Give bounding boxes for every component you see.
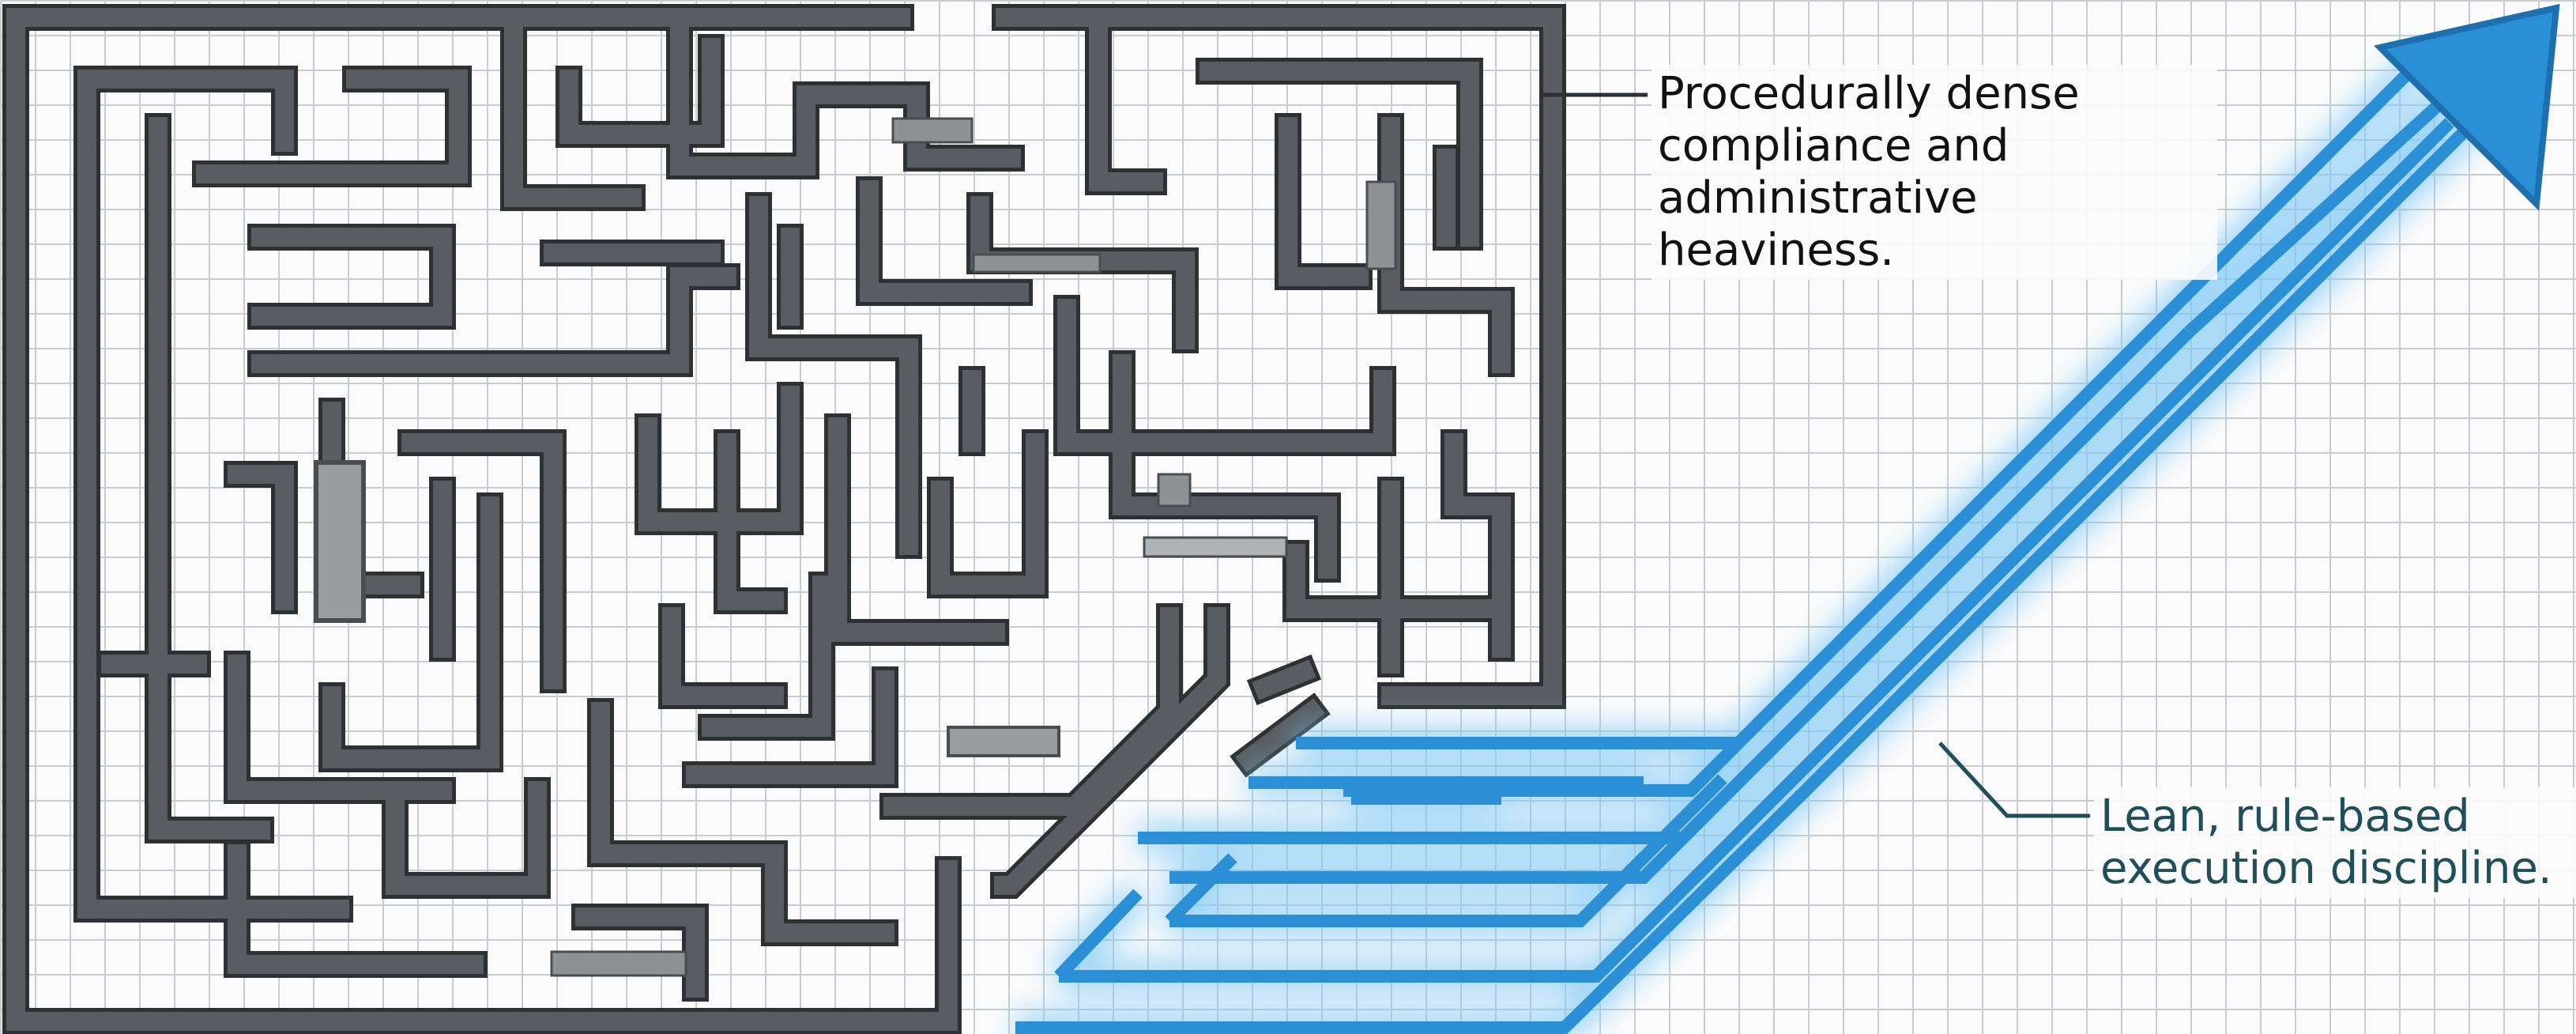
maze-wall xyxy=(1057,299,1392,452)
maze-wall xyxy=(228,465,294,610)
path-strand xyxy=(1054,889,1143,981)
maze-floor-mark xyxy=(1157,473,1192,508)
maze-wall xyxy=(196,70,468,183)
maze-wall xyxy=(686,670,894,784)
maze-wall xyxy=(1444,433,1511,658)
maze-wall xyxy=(591,702,784,863)
maze-wall xyxy=(883,607,1179,816)
maze-wall-outline xyxy=(856,176,1033,306)
maze-wall xyxy=(1286,544,1495,618)
maze-wall-outline xyxy=(382,777,551,899)
maze-wall xyxy=(749,196,918,357)
maze-gray-slab xyxy=(972,253,1102,274)
maze-wall-outline xyxy=(247,224,456,330)
maze-wall-outline xyxy=(658,603,788,709)
maze-wall xyxy=(575,908,705,998)
path-strand xyxy=(1169,833,1688,884)
maze-wall-outline xyxy=(1196,58,1483,251)
maze-top-slab xyxy=(891,117,974,144)
maze-wall xyxy=(662,607,784,705)
path-strand xyxy=(1797,118,2478,799)
maze-wall xyxy=(504,22,642,207)
maze-plate xyxy=(1143,536,1288,558)
callout-leaders xyxy=(1541,92,2090,818)
maze-wall xyxy=(1235,698,1325,772)
maze-wall xyxy=(6,8,910,1031)
maze-wall xyxy=(1089,22,1163,191)
maze-wall-outline xyxy=(192,66,472,187)
path-callout-label: Lean, rule-based execution discipline. xyxy=(2094,787,2576,898)
maze-wall xyxy=(996,8,1562,705)
compliance-maze xyxy=(2,4,1566,1034)
path-strand xyxy=(1923,118,2454,649)
path-strand xyxy=(1165,853,1237,926)
maze-wall xyxy=(931,433,1045,594)
maze-wall xyxy=(149,117,270,840)
leader-line-bottom xyxy=(1938,742,2090,818)
lean-execution-path xyxy=(1015,3,2560,1034)
path-strand xyxy=(2251,58,2423,230)
maze-wall xyxy=(717,433,784,610)
maze-wall xyxy=(386,781,547,895)
maze-wall xyxy=(1252,659,1316,700)
path-strand xyxy=(1343,738,1743,797)
maze-wall xyxy=(702,575,831,737)
maze-wall xyxy=(228,844,484,974)
maze-wall xyxy=(765,844,894,942)
maze-bench xyxy=(947,726,1060,757)
maze-wall xyxy=(322,496,499,768)
maze-wall-outline xyxy=(1275,113,1373,290)
maze-wall-outline xyxy=(927,429,1049,598)
maze-wall xyxy=(1199,62,1479,247)
maze-callout-label: Procedurally dense compliance and admini… xyxy=(1651,65,2217,280)
maze-wall xyxy=(670,22,847,175)
maze-wall xyxy=(77,70,294,152)
maze-wall xyxy=(251,267,736,373)
arrow-head xyxy=(2374,3,2560,211)
maze-wall-outline xyxy=(761,840,898,946)
maze-wall xyxy=(994,607,1226,895)
path-strand xyxy=(1169,774,1727,927)
maze-wall xyxy=(228,655,452,800)
maze-interior-details xyxy=(314,117,1397,977)
maze-wall xyxy=(77,70,349,919)
maze-wall xyxy=(828,417,1005,642)
maze-vent-grille xyxy=(550,950,687,977)
maze-wall xyxy=(251,228,452,326)
maze-wall xyxy=(559,38,721,144)
maze-wall xyxy=(401,433,563,689)
maze-wall xyxy=(860,180,1029,302)
maze-machine-block xyxy=(314,460,366,623)
maze-wall xyxy=(1113,354,1337,579)
maze-wall xyxy=(1279,117,1369,286)
maze-rack xyxy=(1365,180,1397,270)
path-strand xyxy=(2184,90,2454,337)
